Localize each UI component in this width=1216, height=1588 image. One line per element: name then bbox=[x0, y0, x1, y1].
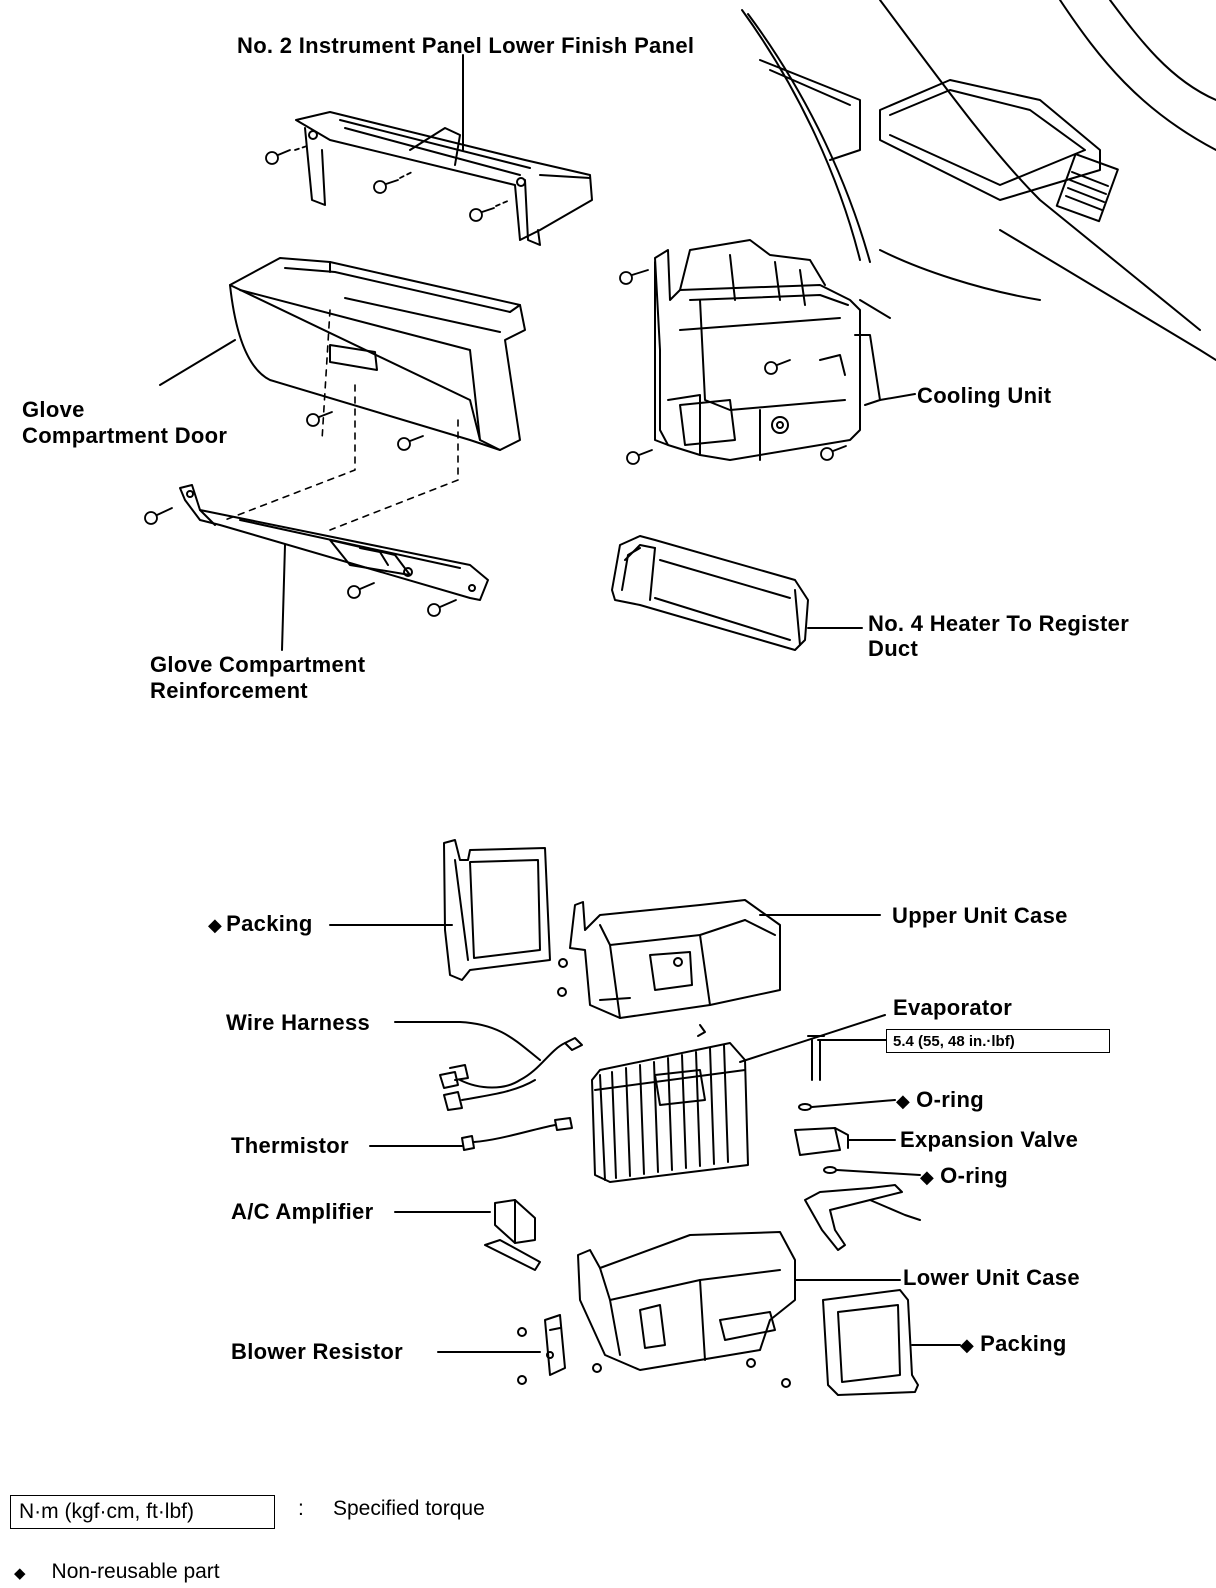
legend-nonreusable-desc: Non-reusable part bbox=[51, 1560, 220, 1583]
screws-reinforcement bbox=[144, 507, 457, 617]
legend-diamond-icon: ◆ bbox=[14, 1565, 26, 1582]
dashed-guides bbox=[224, 309, 459, 531]
heater-duct-drawing bbox=[611, 535, 863, 651]
label-heater-duct-line1: No. 4 Heater To Register bbox=[868, 611, 1130, 636]
packing-top-drawing bbox=[329, 839, 551, 981]
non-reusable-diamond-icon: ◆ bbox=[208, 915, 223, 935]
label-packing-bottom-text: Packing bbox=[980, 1331, 1067, 1356]
blower-resistor-drawing bbox=[437, 1314, 791, 1388]
label-glove-door-line1: Glove bbox=[22, 397, 85, 422]
wire-harness-drawing bbox=[394, 1021, 583, 1111]
label-heater-duct-line2: Duct bbox=[868, 636, 919, 661]
screws-cooling-unit bbox=[619, 269, 847, 465]
screws-glove-door bbox=[306, 411, 424, 451]
packing-bottom-drawing bbox=[822, 1289, 961, 1396]
label-thermistor: Thermistor bbox=[231, 1133, 349, 1158]
label-o-ring-1-text: O-ring bbox=[916, 1087, 984, 1112]
label-cooling-unit: Cooling Unit bbox=[917, 383, 1052, 408]
label-expansion-valve: Expansion Valve bbox=[900, 1127, 1079, 1152]
label-evaporator: Evaporator bbox=[893, 995, 1013, 1020]
torque-spec-box: 5.4 (55, 48 in.·lbf) bbox=[886, 1029, 1110, 1053]
label-o-ring-2: ◆O-ring bbox=[920, 1164, 1008, 1189]
screws-finish-panel bbox=[265, 144, 511, 222]
reinforcement-drawing bbox=[179, 484, 489, 651]
label-finish-panel: No. 2 Instrument Panel Lower Finish Pane… bbox=[237, 33, 695, 58]
label-wire-harness: Wire Harness bbox=[226, 1010, 371, 1035]
cooling-unit-drawing bbox=[654, 239, 916, 461]
legend-nonreusable: ◆ Non-reusable part bbox=[14, 1560, 220, 1584]
legend-colon: : bbox=[298, 1497, 304, 1520]
non-reusable-diamond-icon: ◆ bbox=[920, 1167, 935, 1187]
label-reinforcement-line2: Reinforcement bbox=[150, 678, 308, 703]
thermistor-drawing bbox=[369, 1117, 573, 1151]
label-o-ring-1: ◆O-ring bbox=[896, 1088, 984, 1113]
label-o-ring-2-text: O-ring bbox=[940, 1163, 1008, 1188]
glove-door-drawing bbox=[159, 257, 526, 451]
label-heater-duct: No. 4 Heater To Register Duct bbox=[868, 611, 1129, 661]
torque-bolt-drawing bbox=[807, 1035, 887, 1081]
legend-torque-desc: Specified torque bbox=[333, 1497, 485, 1520]
non-reusable-diamond-icon: ◆ bbox=[960, 1335, 975, 1355]
ac-amplifier-drawing bbox=[394, 1199, 541, 1271]
finish-panel-drawing bbox=[295, 84, 593, 246]
label-glove-compartment-door: Glove Compartment Door bbox=[22, 397, 227, 449]
label-glove-door-line2: Compartment Door bbox=[22, 423, 228, 448]
label-glove-reinforcement: Glove Compartment Reinforcement bbox=[150, 652, 365, 704]
label-reinforcement-line1: Glove Compartment bbox=[150, 652, 366, 677]
label-blower-resistor: Blower Resistor bbox=[231, 1339, 403, 1364]
label-packing-top-text: Packing bbox=[226, 911, 313, 936]
legend-torque-unit-box: N·m (kgf·cm, ft·lbf) bbox=[10, 1495, 275, 1529]
label-ac-amplifier: A/C Amplifier bbox=[231, 1199, 374, 1224]
non-reusable-diamond-icon: ◆ bbox=[896, 1091, 911, 1111]
label-lower-unit-case: Lower Unit Case bbox=[903, 1265, 1080, 1290]
evaporator-drawing bbox=[591, 1014, 886, 1183]
label-upper-unit-case: Upper Unit Case bbox=[892, 903, 1068, 928]
dashboard-outline bbox=[741, 0, 1216, 361]
upper-unit-case-drawing bbox=[557, 899, 881, 1037]
label-packing-bottom: ◆Packing bbox=[960, 1332, 1067, 1357]
o-ring-and-valve-drawing bbox=[794, 1099, 921, 1251]
lower-unit-case-drawing bbox=[577, 1231, 901, 1371]
label-packing-top: ◆Packing bbox=[208, 912, 313, 937]
